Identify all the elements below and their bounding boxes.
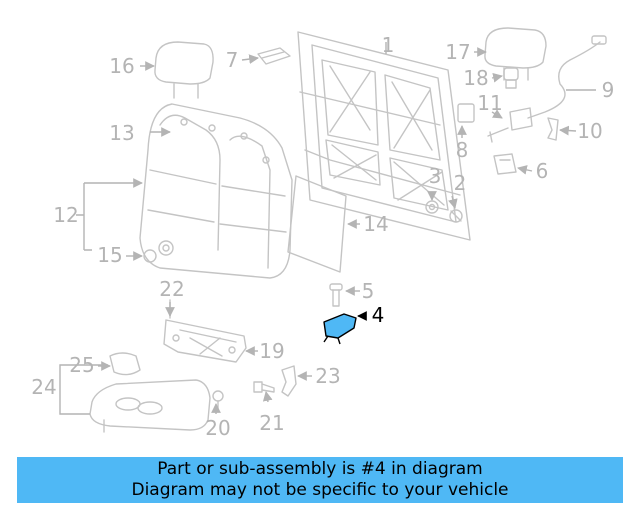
callout-17: 17: [445, 40, 470, 64]
headrest-part: [154, 41, 214, 99]
callout-20: 20: [205, 416, 230, 440]
callout-7: 7: [226, 48, 239, 72]
pad-part: [287, 175, 347, 273]
callout-10: 10: [577, 119, 602, 143]
screw-part: [329, 283, 343, 307]
latch-part: [487, 107, 533, 143]
callout-15: 15: [97, 243, 122, 267]
callout-14: 14: [363, 212, 388, 236]
callout-9: 9: [602, 78, 615, 102]
clip-part: [257, 47, 291, 65]
seat-back-frame-part: [297, 31, 471, 241]
callout-1: 1: [382, 33, 395, 57]
callout-22: 22: [159, 277, 184, 301]
seat-back-cushion-part: [139, 103, 293, 279]
callout-24: 24: [31, 375, 56, 399]
callout-6: 6: [536, 159, 549, 183]
callout-12: 12: [53, 203, 78, 227]
armrest-part: [89, 352, 211, 433]
hinge-bracket-part: [163, 299, 247, 363]
callout-13: 13: [109, 121, 134, 145]
callout-16: 16: [109, 54, 134, 78]
leader-lines: [59, 42, 596, 415]
callout-3: 3: [429, 164, 442, 188]
callout-21: 21: [259, 411, 284, 435]
cable-part: [527, 41, 601, 119]
callout-2: 2: [454, 171, 467, 195]
callout-4: 4: [372, 303, 385, 327]
hook-part: [547, 117, 559, 141]
callout-numbers: 1 2 3 4 5 6 7 8 9 10 11 12 13 14 15 16 1…: [31, 33, 614, 440]
callout-19: 19: [259, 339, 284, 363]
headrest-part-right: [484, 27, 547, 81]
bolt-part: [425, 200, 463, 223]
callout-18: 18: [463, 66, 488, 90]
callout-25: 25: [69, 353, 94, 377]
washer-part: [143, 240, 174, 263]
callout-8: 8: [456, 138, 469, 162]
bracket-part: [457, 103, 475, 123]
callout-23: 23: [315, 364, 340, 388]
hinge-cover-part: [323, 313, 357, 345]
hinge-part: [281, 365, 297, 397]
callout-11: 11: [477, 91, 502, 115]
guide-part: [503, 67, 519, 89]
buckle-part: [493, 153, 517, 175]
banner-line-2: Diagram may not be specific to your vehi…: [131, 480, 509, 500]
banner-line-1: Part or sub-assembly is #4 in diagram: [157, 459, 483, 479]
callout-5: 5: [362, 279, 375, 303]
bolt-parts-lower: [212, 381, 275, 411]
info-banner: Part or sub-assembly is #4 in diagram Di…: [17, 457, 623, 503]
